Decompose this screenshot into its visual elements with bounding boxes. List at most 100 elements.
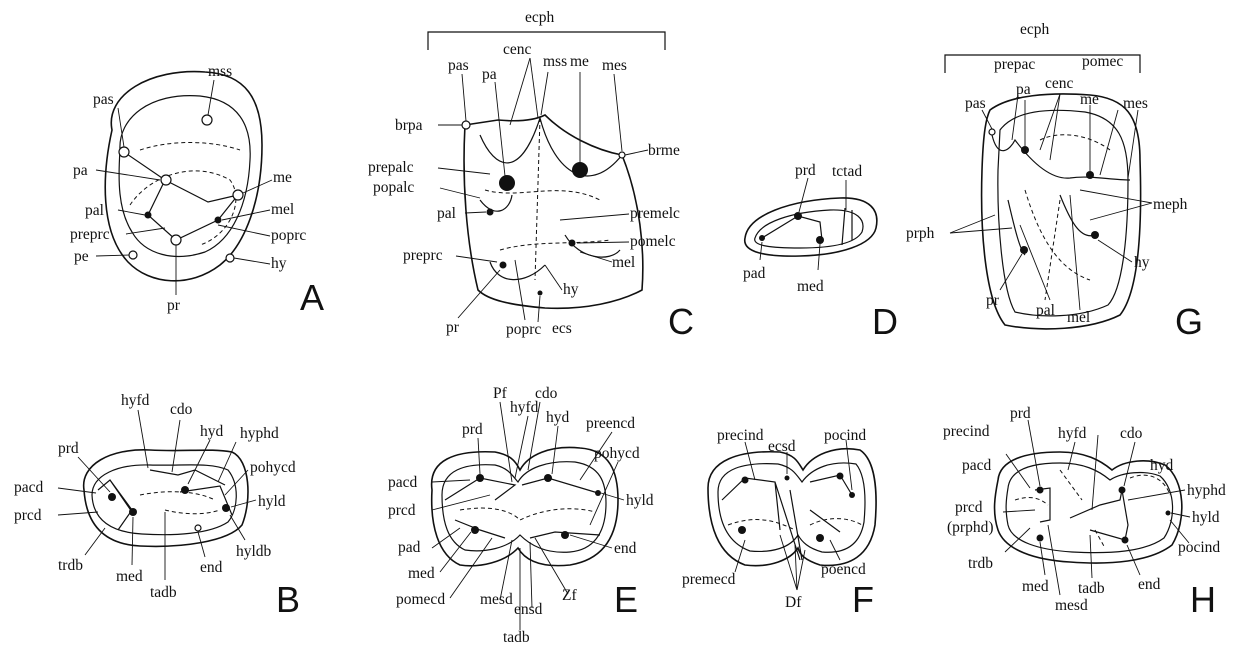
panel-f-label-precind: precind bbox=[717, 427, 764, 444]
panel-c-pal-cusp bbox=[487, 209, 494, 216]
panel-b-label-tadb: tadb bbox=[150, 584, 177, 601]
panel-b-label-hyldb: hyldb bbox=[236, 543, 272, 560]
panel-a-label-hy: hy bbox=[271, 255, 287, 272]
panel-f-hyld-cusp bbox=[849, 492, 855, 498]
panel-b-label-prcd: prcd bbox=[14, 507, 42, 524]
panel-g-label-mes: mes bbox=[1123, 95, 1148, 112]
panel-h-label-end: end bbox=[1138, 576, 1161, 593]
panel-c-label-premelc: premelc bbox=[630, 205, 680, 222]
panel-a-pe-cusp bbox=[129, 251, 137, 259]
panel-h-hyld-cusp bbox=[1166, 511, 1171, 516]
panel-b-label-hyd: hyd bbox=[200, 423, 224, 440]
panel-b-label-hyld: hyld bbox=[258, 493, 286, 510]
panel-b-label-hyphd: hyphd bbox=[240, 425, 279, 442]
panel-e-label-hyld: hyld bbox=[626, 492, 654, 509]
panel-b-label-end: end bbox=[200, 559, 223, 576]
panel-c-letter: C bbox=[668, 301, 694, 342]
panel-e-letter: E bbox=[614, 579, 638, 620]
panel-e: Pf cdo prd hyfd hyd preencd pohycd pacd … bbox=[388, 385, 654, 646]
panel-e-hyld-cusp bbox=[595, 490, 601, 496]
panel-e-label-pacd: pacd bbox=[388, 474, 418, 491]
panel-c-label-prepalc: prepalc bbox=[368, 159, 414, 176]
panel-d-letter: D bbox=[872, 301, 898, 342]
panel-h-label-precind: precind bbox=[943, 423, 990, 440]
panel-b-label-trdb: trdb bbox=[58, 557, 83, 574]
panel-a-label-preprc: preprc bbox=[70, 226, 110, 243]
panel-f: precind ecsd pocind premecd poencd Df F bbox=[682, 427, 876, 620]
panel-b-letter: B bbox=[276, 579, 300, 620]
panel-d-med-cusp bbox=[816, 236, 824, 244]
panel-b-med-cusp bbox=[129, 508, 137, 516]
panel-h-letter: H bbox=[1190, 579, 1216, 620]
panel-g-label-me: me bbox=[1080, 91, 1099, 108]
panel-a-label-me: me bbox=[273, 169, 292, 186]
panel-g-label-hy: hy bbox=[1134, 254, 1150, 271]
panel-a-pr-cusp bbox=[171, 235, 181, 245]
panel-h-label-prcd: prcd bbox=[955, 499, 983, 516]
panel-h: prd cdo precind hyfd hyd pacd hyphd hyld… bbox=[943, 405, 1226, 620]
panel-a-mel-cusp bbox=[215, 217, 222, 224]
panel-g-label-prph: prph bbox=[906, 225, 935, 242]
panel-a-label-mel: mel bbox=[271, 201, 294, 218]
panel-c-leaders bbox=[438, 58, 648, 322]
panel-g-group-ecph: ecph bbox=[1020, 21, 1050, 38]
panel-h-prd-cusp bbox=[1037, 487, 1044, 494]
panel-e-basin-dash bbox=[460, 508, 595, 520]
panel-f-ecsd-cusp bbox=[785, 476, 790, 481]
panel-f-label-pocind: pocind bbox=[824, 427, 866, 444]
panel-f-label-poencd: poencd bbox=[821, 561, 866, 578]
panel-h-label-hyld: hyld bbox=[1192, 509, 1220, 526]
panel-c-label-cenc: cenc bbox=[503, 41, 532, 58]
panel-e-med-cusp bbox=[471, 526, 479, 534]
panel-c-label-popalc: popalc bbox=[373, 179, 414, 196]
panel-d-label-pad: pad bbox=[743, 265, 766, 282]
panel-c-ecph-bracket bbox=[428, 32, 665, 50]
panel-b-label-med: med bbox=[116, 568, 143, 585]
panel-b-label-hyfd: hyfd bbox=[121, 392, 150, 409]
panel-c-label-hy: hy bbox=[563, 281, 579, 298]
panel-a-label-pe: pe bbox=[74, 248, 89, 265]
panel-a-me-cusp bbox=[233, 190, 243, 200]
panel-g-label-pas: pas bbox=[965, 95, 986, 112]
panel-e-hyd-cusp bbox=[544, 474, 552, 482]
panel-c-mes-cusp bbox=[619, 152, 625, 158]
panel-e-label-tadb: tadb bbox=[503, 629, 530, 646]
panel-g-label-cenc: cenc bbox=[1045, 75, 1074, 92]
panel-g-letter: G bbox=[1175, 301, 1203, 342]
panel-f-crown-outline bbox=[708, 449, 876, 566]
panel-h-inner-outline bbox=[1006, 463, 1172, 553]
panel-h-end-cusp bbox=[1122, 537, 1129, 544]
panel-g-me-cusp bbox=[1086, 171, 1094, 179]
panel-e-label-Pf: Pf bbox=[493, 385, 508, 402]
panel-c-label-mss: mss bbox=[543, 53, 567, 70]
panel-c-ecs-cusp bbox=[538, 291, 543, 296]
panel-d-pad-cusp bbox=[759, 235, 765, 241]
panel-e-label-Zf: Zf bbox=[562, 587, 577, 604]
panel-e-label-mesd: mesd bbox=[480, 591, 513, 608]
panel-c-label-mel: mel bbox=[612, 254, 635, 271]
panel-e-end-cusp bbox=[561, 531, 569, 539]
panel-e-label-ensd: ensd bbox=[514, 601, 543, 618]
panel-c-label-pr: pr bbox=[446, 319, 460, 336]
panel-c-label-pomelc: pomelc bbox=[630, 233, 676, 250]
panel-g-inner-outline bbox=[998, 110, 1128, 316]
panel-b: hyfd cdo prd hyd hyphd pohycd pacd hyld … bbox=[14, 392, 300, 620]
panel-h-label-pacd: pacd bbox=[962, 457, 992, 474]
panel-c-me-cusp bbox=[572, 162, 588, 178]
panel-c: ecph bbox=[368, 9, 694, 342]
panel-e-lophids bbox=[445, 478, 600, 538]
panel-h-label-hyphd: hyphd bbox=[1187, 482, 1226, 499]
panel-b-hyd-cusp bbox=[181, 486, 189, 494]
panel-f-prd-cusp bbox=[742, 477, 749, 484]
panel-b-leaders bbox=[58, 410, 256, 580]
panel-e-label-prd: prd bbox=[462, 421, 483, 438]
panel-e-label-hyd: hyd bbox=[546, 409, 570, 426]
panel-a-label-pa: pa bbox=[73, 162, 88, 179]
panel-f-med-cusp bbox=[738, 526, 746, 534]
panel-c-label-preprc: preprc bbox=[403, 247, 443, 264]
panel-h-label-trdb: trdb bbox=[968, 555, 993, 572]
panel-g-label-pa: pa bbox=[1016, 81, 1031, 98]
panel-d-label-prd: prd bbox=[795, 162, 816, 179]
panel-d: prd tctad pad med D bbox=[743, 162, 898, 342]
